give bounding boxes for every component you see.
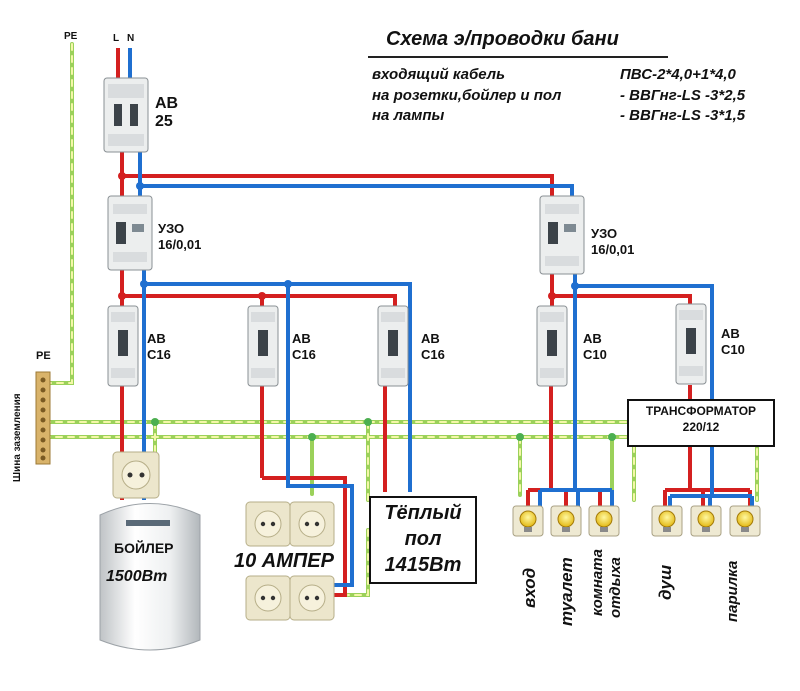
ground-bus (35, 371, 51, 465)
title-underline (368, 56, 668, 58)
breaker-1-type: АВ (147, 331, 166, 346)
breaker-3-type: АВ (421, 331, 440, 346)
rcd-2-rating: 16/0,01 (591, 242, 635, 257)
lamp-label-rest-room-2: отдыха (607, 557, 624, 618)
transformer-voltage: 220/12 (682, 420, 720, 434)
warm-floor-label: Тёплый пол 1415Вт (370, 500, 476, 578)
rcd-2 (539, 195, 585, 275)
transformer-label: ТРАНСФОРМАТОР 220/12 (628, 403, 774, 435)
rcd-1-rating: 16/0,01 (158, 237, 202, 252)
phase-junctions (118, 172, 556, 300)
breaker-4-label: АВ С10 (583, 331, 607, 363)
breaker-2-type: АВ (292, 331, 311, 346)
cable-label-3: на лампы (372, 107, 445, 124)
lamp-label-shower: душ (656, 564, 675, 600)
breaker-3-rating: С16 (421, 347, 445, 362)
transformer-name: ТРАНСФОРМАТОР (645, 404, 757, 418)
breaker-3 (377, 305, 409, 387)
lamp-label-toilet: туалет (557, 557, 576, 626)
socket-group (245, 501, 335, 621)
rcd-1-label: УЗО 16/0,01 (158, 221, 201, 253)
main-breaker (103, 77, 149, 153)
boiler (99, 503, 201, 651)
cable-spec-1: ПВС-2*4,0+1*4,0 (620, 66, 736, 83)
supply-l-label: L (113, 33, 120, 44)
rcd-1-type: УЗО (158, 221, 185, 236)
breaker-2-rating: С16 (292, 347, 316, 362)
boiler-socket (112, 451, 160, 499)
breaker-5-rating: С10 (721, 342, 745, 357)
lamp-label-rest-room-1: комната (589, 549, 606, 616)
breaker-5-label: АВ С10 (721, 326, 745, 358)
ground-bus-pe-label: PE (36, 350, 51, 362)
breaker-1-rating: С16 (147, 347, 171, 362)
breaker-2-label: АВ С16 (292, 331, 316, 363)
breaker-2 (247, 305, 279, 387)
breaker-4 (536, 305, 568, 387)
ground-bus-label: Шина заземления (12, 393, 23, 482)
breaker-4-rating: С10 (583, 347, 607, 362)
breaker-5-type: АВ (721, 326, 740, 341)
diagram-title: Схема э/проводки бани (386, 28, 619, 50)
transformer-box (627, 399, 775, 447)
lamp-group (512, 505, 761, 537)
breaker-1 (107, 305, 139, 387)
sockets-rating: 10 АМПЕР (232, 550, 336, 573)
warm-floor-box (369, 496, 477, 584)
warm-floor-power: 1415Вт (384, 554, 462, 576)
cable-spec-3: - ВВГнг-LS -3*1,5 (620, 107, 746, 124)
main-breaker-rating: 25 (155, 113, 173, 130)
warm-floor-line2: пол (404, 528, 442, 550)
boiler-power: 1500Вт (106, 568, 168, 585)
rcd-2-label: УЗО 16/0,01 (591, 226, 634, 258)
breaker-3-label: АВ С16 (421, 331, 445, 363)
main-breaker-label: АВ 25 (155, 95, 178, 131)
supply-n-label: N (127, 33, 135, 44)
cable-label-2: на розетки,бойлер и пол (372, 87, 562, 104)
rcd-1 (107, 195, 153, 271)
lamp-label-steam-room: парилка (724, 560, 741, 622)
rcd-2-type: УЗО (591, 226, 618, 241)
lamp-label-entrance: вход (520, 567, 539, 608)
cable-spec-2: - ВВГнг-LS -3*2,5 (620, 87, 746, 104)
neutral-junctions (136, 182, 579, 290)
main-breaker-type: АВ (155, 95, 179, 112)
boiler-name: БОЙЛЕР (114, 540, 174, 556)
breaker-1-label: АВ С16 (147, 331, 171, 363)
cable-label-1: входящий кабель (372, 66, 505, 83)
warm-floor-line1: Тёплый (384, 502, 462, 524)
breaker-4-type: АВ (583, 331, 602, 346)
neutral-wiring (128, 48, 754, 587)
supply-pe-label: PE (64, 31, 78, 42)
breaker-5 (675, 303, 707, 385)
